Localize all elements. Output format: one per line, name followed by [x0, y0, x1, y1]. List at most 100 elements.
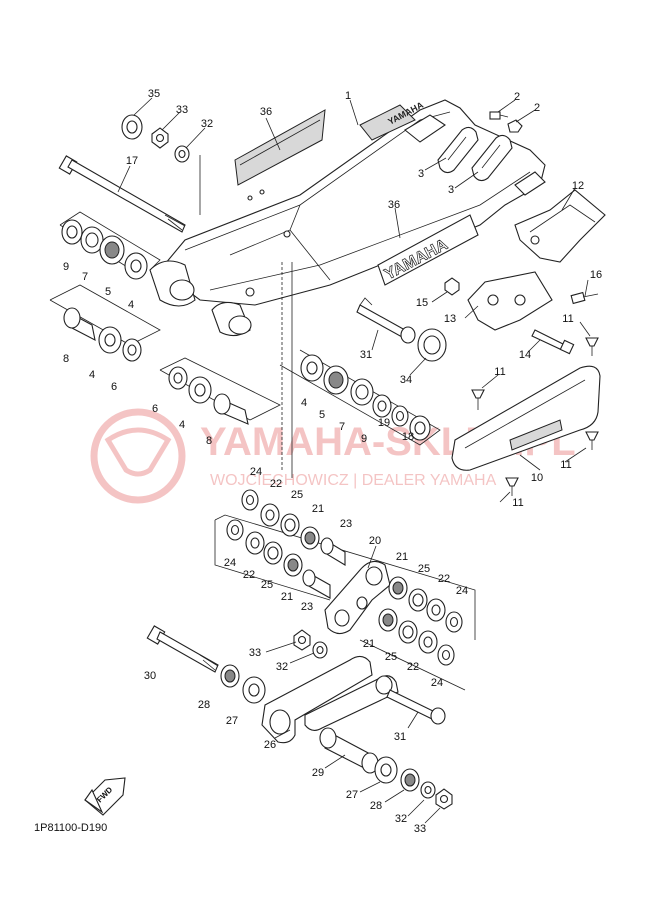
- bolt-30[interactable]: [146, 625, 219, 673]
- seal-25-a[interactable]: [280, 513, 300, 537]
- part-label[interactable]: 7: [339, 421, 345, 433]
- part-label[interactable]: 25: [261, 579, 273, 591]
- part-label[interactable]: 24: [431, 677, 443, 689]
- part-label[interactable]: 11: [512, 497, 523, 509]
- part-label[interactable]: 32: [395, 813, 407, 825]
- bearing-21-b[interactable]: [283, 553, 303, 577]
- part-label[interactable]: 12: [572, 180, 584, 192]
- bolt-2a[interactable]: [489, 111, 509, 120]
- part-label[interactable]: 28: [370, 800, 382, 812]
- part-label[interactable]: 16: [590, 269, 602, 281]
- collar-24-a[interactable]: [241, 489, 259, 511]
- washer-6-left[interactable]: [122, 338, 142, 362]
- bearing-4-right[interactable]: [300, 354, 324, 382]
- part-label[interactable]: 21: [396, 551, 408, 563]
- part-label[interactable]: 22: [243, 569, 255, 581]
- bearing-5-right[interactable]: [323, 365, 349, 395]
- part-label[interactable]: 2: [534, 102, 540, 114]
- washer-22-a[interactable]: [260, 503, 280, 527]
- adjuster-plate-3a[interactable]: [437, 126, 479, 174]
- part-label[interactable]: 14: [519, 349, 531, 361]
- bolt-14[interactable]: [531, 329, 575, 355]
- cap-18[interactable]: [409, 415, 431, 441]
- bearing-28-right[interactable]: [400, 768, 420, 792]
- part-label[interactable]: 4: [128, 299, 134, 311]
- chain-guide-bracket-13[interactable]: [467, 271, 553, 331]
- bearing-5-left[interactable]: [99, 235, 125, 265]
- screw-11-a[interactable]: [585, 337, 599, 356]
- washer-22-b[interactable]: [245, 531, 265, 555]
- part-label[interactable]: 22: [407, 661, 419, 673]
- screw-11-b[interactable]: [471, 389, 485, 410]
- bushing-8-left[interactable]: [63, 307, 96, 342]
- collar-27-right[interactable]: [374, 756, 398, 784]
- collar-24-c[interactable]: [445, 611, 463, 633]
- part-label[interactable]: 33: [414, 823, 426, 835]
- part-label[interactable]: 31: [394, 731, 406, 743]
- collar-23-a[interactable]: [320, 537, 346, 566]
- bearing-4-mid-left[interactable]: [98, 326, 122, 354]
- part-label[interactable]: 23: [301, 601, 313, 613]
- part-label[interactable]: 7: [82, 271, 88, 283]
- washer-32-bottom[interactable]: [420, 781, 436, 799]
- part-label[interactable]: 4: [301, 397, 307, 409]
- part-label[interactable]: 24: [456, 585, 468, 597]
- seal-7-left[interactable]: [80, 226, 104, 254]
- part-label[interactable]: 22: [270, 478, 282, 490]
- part-label[interactable]: 2: [514, 91, 520, 103]
- part-label[interactable]: 27: [346, 789, 358, 801]
- chain-guide-12[interactable]: [514, 189, 606, 263]
- part-label[interactable]: 11: [562, 313, 573, 325]
- part-label[interactable]: 25: [418, 563, 430, 575]
- part-label[interactable]: 4: [179, 419, 185, 431]
- nut-33-top[interactable]: [151, 127, 169, 149]
- part-label[interactable]: 25: [385, 651, 397, 663]
- part-label[interactable]: 17: [126, 155, 138, 167]
- collar-24-d[interactable]: [437, 644, 455, 666]
- bolt-2b[interactable]: [507, 119, 523, 133]
- part-label[interactable]: 6: [152, 403, 158, 415]
- washer-32-top[interactable]: [174, 145, 190, 163]
- part-label[interactable]: 30: [144, 670, 156, 682]
- part-label[interactable]: 1: [345, 90, 351, 102]
- part-label[interactable]: 18: [402, 431, 414, 443]
- part-label[interactable]: 10: [531, 472, 543, 484]
- part-label[interactable]: 11: [494, 366, 505, 378]
- adjuster-plate-3b[interactable]: [471, 134, 513, 182]
- collar-23-b[interactable]: [302, 569, 331, 599]
- decal-36-upper[interactable]: [234, 109, 326, 186]
- part-label[interactable]: 8: [206, 435, 212, 447]
- washer-32-mid[interactable]: [312, 641, 328, 659]
- collar-24-b[interactable]: [226, 519, 244, 541]
- part-label[interactable]: 15: [416, 297, 428, 309]
- part-label[interactable]: 32: [201, 118, 213, 130]
- bearing-28-left[interactable]: [220, 664, 240, 688]
- part-label[interactable]: 32: [276, 661, 288, 673]
- part-label[interactable]: 21: [363, 638, 375, 650]
- collar-35[interactable]: [121, 114, 143, 140]
- bearing-21-d[interactable]: [378, 608, 398, 632]
- part-label[interactable]: 4: [89, 369, 95, 381]
- collar-27-left[interactable]: [242, 676, 266, 704]
- part-label[interactable]: 3: [448, 184, 454, 196]
- part-label[interactable]: 5: [105, 286, 111, 298]
- part-label[interactable]: 33: [176, 104, 188, 116]
- nut-15[interactable]: [444, 277, 460, 296]
- washer-22-c[interactable]: [426, 598, 446, 622]
- part-label[interactable]: 22: [438, 573, 450, 585]
- rubber-collar-34[interactable]: [417, 328, 447, 362]
- washer-9-left[interactable]: [61, 219, 83, 245]
- seal-25-c[interactable]: [408, 588, 428, 612]
- part-label[interactable]: 9: [63, 261, 69, 273]
- connecting-rod-26[interactable]: [261, 655, 399, 744]
- part-label[interactable]: 33: [249, 647, 261, 659]
- part-label[interactable]: 36: [260, 106, 272, 118]
- bolt-16[interactable]: [570, 291, 599, 305]
- part-label[interactable]: 19: [378, 417, 390, 429]
- washer-22-d[interactable]: [418, 630, 438, 654]
- washer-6-center[interactable]: [168, 366, 188, 390]
- washer-9-right[interactable]: [372, 394, 392, 418]
- screw-11-c[interactable]: [585, 431, 599, 450]
- part-label[interactable]: 35: [148, 88, 160, 100]
- part-label[interactable]: 27: [226, 715, 238, 727]
